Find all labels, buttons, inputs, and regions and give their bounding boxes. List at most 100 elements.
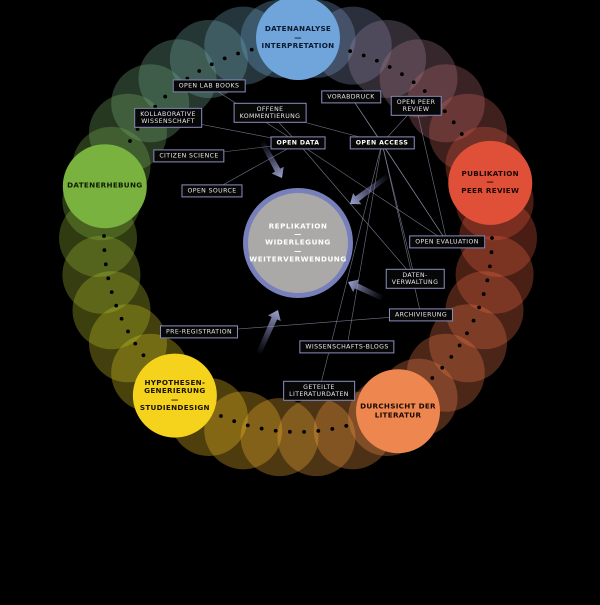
- cycle-dot: [163, 94, 168, 99]
- cycle-dot: [400, 72, 404, 77]
- cycle-dot: [232, 419, 237, 424]
- ring-circle: [88, 304, 167, 383]
- cycle-dot: [209, 62, 214, 67]
- stage-label-hypothesen: HYPOTHESEN- GENERIERUNG — STUDIENDESIGN: [139, 377, 210, 413]
- practice-tag-wissenschafts-blogs: WISSENSCHAFTS-BLOGS: [299, 340, 395, 354]
- stage-circle-publikation: [448, 140, 533, 225]
- cycle-dot: [106, 276, 111, 281]
- practice-tag-open-data: OPEN DATA: [270, 136, 326, 150]
- practice-tag-open-evaluation: OPEN EVALUATION: [409, 235, 485, 249]
- ring-circle: [138, 39, 217, 118]
- cycle-dot: [273, 428, 278, 433]
- cycle-dot: [361, 53, 366, 58]
- cycle-dot: [128, 139, 132, 143]
- connector-line: [297, 142, 416, 280]
- cycle-dot: [114, 303, 119, 308]
- cycle-dot: [465, 331, 469, 336]
- practice-tag-pre-registration: PRE-REGISTRATION: [159, 325, 239, 339]
- ring-circle: [72, 271, 151, 350]
- stage-label-durchsicht: DURCHSICHT DER LITERATUR: [360, 401, 436, 420]
- ring-circle: [455, 235, 534, 314]
- practice-tag-datenverwaltung: DATEN- VERWALTUNG: [385, 268, 445, 290]
- cycle-dot: [490, 236, 494, 240]
- practice-tag-open-lab-books: OPEN LAB BOOKS: [172, 79, 246, 93]
- connector-line: [350, 96, 448, 243]
- cycle-dot: [481, 292, 486, 296]
- ring-circle: [406, 64, 485, 143]
- connector-line: [381, 142, 416, 280]
- ring-circle: [204, 391, 283, 470]
- practice-tag-geteilte-literaturdaten: GETEILTE LITERATURDATEN: [283, 380, 355, 402]
- stage-label-publikation: PUBLIKATION — PEER REVIEW: [461, 168, 520, 196]
- cycle-dot: [430, 376, 435, 380]
- ring-circle: [429, 304, 508, 383]
- cycle-dot: [488, 264, 492, 269]
- cycle-dot: [375, 58, 379, 63]
- practice-tag-citizen-science: CITIZEN SCIENCE: [153, 149, 225, 163]
- cycle-dot: [222, 56, 227, 61]
- cycle-dot: [471, 318, 476, 323]
- cycle-dot: [485, 278, 490, 283]
- arrow: [350, 173, 390, 205]
- practice-tag-open-source: OPEN SOURCE: [181, 184, 243, 198]
- cycle-dot: [119, 316, 124, 321]
- practice-tag-archivierung: ARCHIVIERUNG: [388, 308, 454, 322]
- arrow: [259, 140, 284, 179]
- connector-line: [346, 142, 383, 348]
- cycle-dot: [102, 234, 106, 238]
- cycle-dot: [287, 429, 292, 434]
- arrow: [348, 279, 384, 301]
- cycle-dot: [126, 329, 130, 334]
- cycle-dot: [245, 423, 250, 428]
- cycle-dot: [153, 104, 158, 109]
- cycle-dot: [109, 290, 114, 295]
- cycle-dot: [422, 89, 427, 94]
- cycle-dot: [102, 248, 107, 253]
- practice-tag-open-access: OPEN ACCESS: [349, 136, 415, 150]
- ring-circle: [348, 19, 427, 98]
- cycle-dot: [344, 424, 349, 428]
- stage-nodes: [62, 0, 533, 454]
- practice-tag-open-peer-review: OPEN PEER REVIEW: [390, 95, 442, 117]
- cycle-dot: [459, 132, 464, 136]
- center-disc: [248, 193, 348, 293]
- center-node: [243, 188, 353, 298]
- arrow: [256, 310, 281, 355]
- cycle-dot: [451, 120, 456, 125]
- stage-circle-datenanalyse: [256, 0, 340, 80]
- cycle-dot: [236, 51, 240, 56]
- ring-circle: [169, 19, 248, 98]
- cycle-dot: [141, 353, 146, 358]
- stage-circle-hypothesen: [132, 353, 217, 438]
- stage-label-datenerhebung: DATENERHEBUNG: [67, 180, 143, 190]
- cycle-dot: [449, 355, 454, 359]
- cycle-dot: [103, 262, 108, 267]
- cycle-dot: [411, 80, 416, 85]
- connector-line: [297, 142, 448, 243]
- ring-circle: [62, 235, 141, 314]
- cycle-dot: [387, 65, 392, 69]
- center-label: REPLIKATION — WIDERLEGUNG — WEITERVERWEN…: [249, 221, 347, 264]
- connector-line: [415, 105, 448, 243]
- cycle-dot: [197, 69, 202, 73]
- cycle-dot: [302, 430, 306, 434]
- ring-circle: [240, 398, 319, 477]
- cycle-dot: [249, 47, 254, 52]
- cycle-dot: [457, 343, 462, 348]
- connector-line: [211, 142, 299, 192]
- cycle-dot: [330, 427, 335, 431]
- cycle-dot: [259, 426, 264, 431]
- stage-label-datenanalyse: DATENANALYSE — INTERPRETATION: [261, 24, 335, 51]
- cycle-dot: [477, 305, 482, 310]
- ring-circle: [277, 398, 356, 477]
- ring-circle: [445, 271, 524, 350]
- cycle-dot: [348, 49, 353, 54]
- practice-tag-offene-kommentierung: OFFENE KOMMENTIERUNG: [233, 102, 307, 124]
- inward-arrows: [256, 140, 390, 355]
- cycle-dot: [440, 365, 445, 370]
- practice-tag-kollaborative-wissenschaft: KOLLABORATIVE WISSENSCHAFT: [134, 107, 202, 129]
- cycle-dot: [133, 341, 138, 346]
- cycle-dot: [489, 250, 494, 255]
